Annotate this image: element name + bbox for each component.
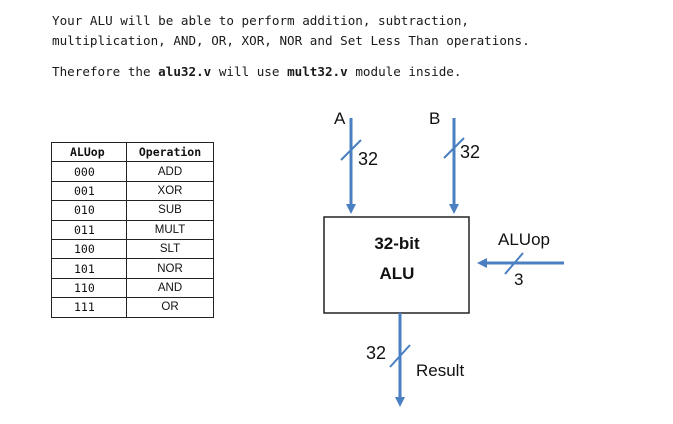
table-row: 101 NOR [51,258,214,279]
input-a-label: A [334,109,346,128]
alu-title-line-2: ALU [380,264,415,283]
intro-line-3-mid: will use [211,64,288,79]
input-a-bus-width: 32 [358,149,378,169]
aluop-label: ALUop [498,230,550,249]
aluop-code: 011 [51,219,127,240]
intro-line-3-prefix: Therefore the [52,64,159,79]
table-row: 110 AND [51,277,214,299]
aluop-code: 000 [51,161,127,182]
alu-box [323,216,470,314]
result-bus-width: 32 [366,343,386,363]
input-b-bus-width: 32 [460,142,480,162]
table-row: 001 XOR [51,180,214,202]
input-b-label: B [429,109,440,128]
table-header-row: ALUop Operation [51,141,214,163]
table-row: 010 SUB [51,200,214,221]
table-row: 111 OR [51,297,214,318]
intro-line-3-suffix: module inside. [347,64,462,79]
aluop-table: ALUop Operation 000 ADD 001 XOR 010 SUB … [51,141,214,318]
operation-name: XOR [126,180,214,202]
operation-name: MULT [126,219,214,240]
operation-name: OR [126,297,214,318]
module-name-mult32: mult32.v [287,64,348,79]
aluop-bus-width: 3 [514,270,523,289]
operation-name: SLT [126,238,214,260]
intro-line-3: Therefore the alu32.v will use mult32.v … [52,64,461,79]
aluop-bus-slash [504,252,524,275]
header-operation: Operation [126,141,214,163]
header-aluop: ALUop [51,141,127,163]
aluop-code: 101 [51,258,127,279]
result-label: Result [416,361,464,380]
intro-line-2: multiplication, AND, OR, XOR, NOR and Se… [52,33,530,48]
table-row: 100 SLT [51,238,214,260]
input-b-bus-slash [443,137,465,159]
input-a-bus-slash [340,139,362,161]
result-bus-slash [389,344,411,368]
table-row: 000 ADD [51,161,214,182]
aluop-code: 100 [51,238,127,260]
aluop-code: 111 [51,297,127,318]
table-row: 011 MULT [51,219,214,240]
alu-title-line-1: 32-bit [374,234,420,253]
intro-line-1: Your ALU will be able to perform additio… [52,13,470,28]
operation-name: ADD [126,161,214,182]
module-name-alu32: alu32.v [158,64,212,79]
operation-name: SUB [126,200,214,221]
aluop-code: 010 [51,200,127,221]
